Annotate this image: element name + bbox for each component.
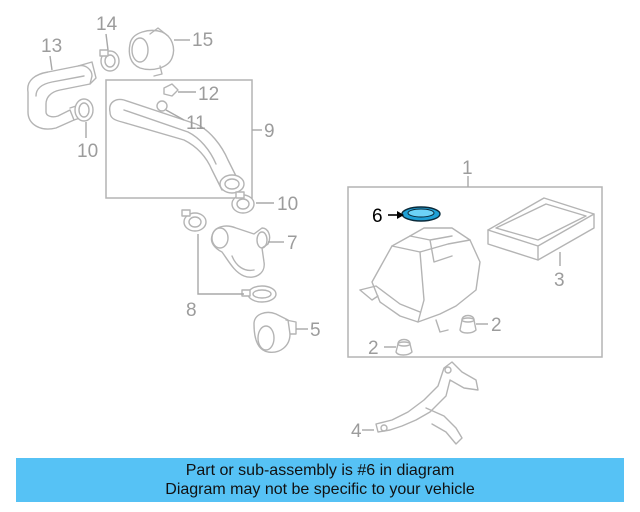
caption-line-part-number: Part or sub-assembly is #6 in diagram xyxy=(185,462,455,479)
callout-7: 7 xyxy=(287,233,298,254)
part-6-gasket-inner xyxy=(407,208,435,218)
callout-11: 11 xyxy=(186,113,206,134)
callout-14-leader xyxy=(105,33,109,51)
callout-8-leader xyxy=(197,234,244,295)
part-11-grommet xyxy=(156,100,168,112)
callout-6-arrowhead xyxy=(397,211,404,219)
callout-8: 8 xyxy=(186,300,197,321)
callout-15: 15 xyxy=(192,30,213,51)
caption-banner: Part or sub-assembly is #6 in diagram Di… xyxy=(16,458,624,502)
air-cleaner-housing xyxy=(359,227,481,333)
part-8-clamp-lower xyxy=(241,285,277,303)
callout-3: 3 xyxy=(554,270,565,291)
part-15-valve xyxy=(128,27,175,77)
assembly-9-box xyxy=(105,79,253,199)
part-9-intake-pipe xyxy=(109,98,245,194)
callout-2-left: 2 xyxy=(368,338,379,359)
callout-9: 9 xyxy=(264,121,275,142)
callout-6: 6 xyxy=(372,206,383,227)
callout-11-leader xyxy=(165,109,185,121)
callout-13: 13 xyxy=(41,36,62,57)
part-10-clamp-left xyxy=(74,98,94,122)
part-10-clamp-right xyxy=(231,191,255,214)
part-6-gasket xyxy=(401,206,441,222)
part-2-grommet-left xyxy=(395,338,413,356)
callout-10-right: 10 xyxy=(277,194,298,215)
callout-4: 4 xyxy=(351,421,362,442)
part-4-bracket xyxy=(375,361,479,445)
part-12-bolt xyxy=(163,83,179,97)
part-2-grommet-right xyxy=(459,314,477,334)
part-8-clamp-upper xyxy=(181,209,207,232)
part-5-duct xyxy=(253,311,297,353)
callout-10-left: 10 xyxy=(77,141,98,162)
callout-14: 14 xyxy=(96,14,118,35)
callout-13-leader xyxy=(49,55,53,71)
callout-12: 12 xyxy=(198,84,219,105)
callout-1: 1 xyxy=(462,158,473,179)
caption-line-disclaimer: Diagram may not be specific to your vehi… xyxy=(165,481,475,498)
callout-5: 5 xyxy=(310,320,321,341)
part-3-air-filter xyxy=(487,197,595,261)
callout-2-right: 2 xyxy=(491,315,502,336)
part-14-clamp xyxy=(99,49,120,72)
assembly-1-box xyxy=(347,186,603,358)
part-7-elbow-hose xyxy=(210,225,271,278)
